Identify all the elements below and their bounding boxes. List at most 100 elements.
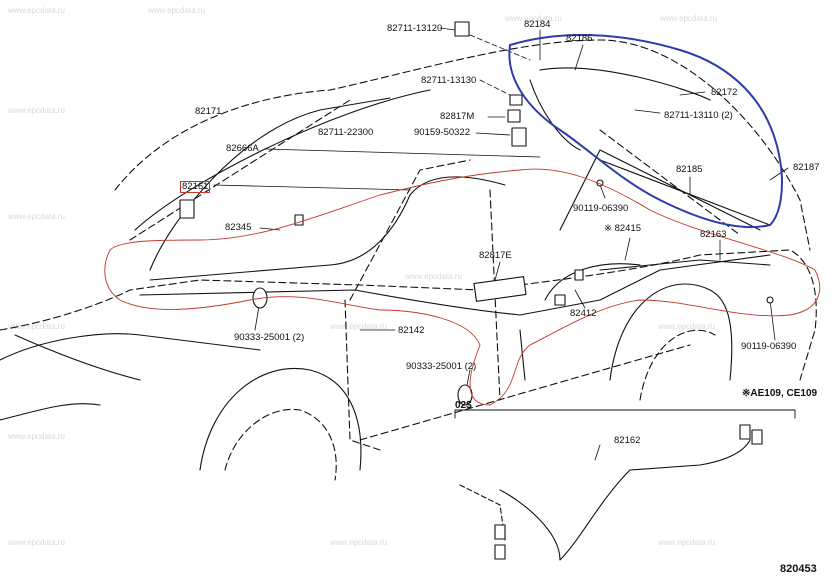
leader-82415: [624, 237, 631, 261]
front-wheel-arch: [199, 368, 362, 471]
part-label-90333-25001-a: 90333-25001 (2): [234, 332, 305, 343]
leader-82187: [769, 167, 789, 181]
rear-window-line: [599, 129, 741, 236]
connector-82412: [554, 294, 566, 306]
leader-82711-13120: [439, 27, 456, 31]
leader-82172: [679, 91, 706, 96]
leader-82666A: [264, 148, 541, 158]
watermark: www.epcdata.ru: [330, 322, 387, 331]
part-label-82163: 82163: [700, 229, 727, 240]
leader-82162: [594, 444, 601, 461]
part-label-82711-13120: 82711-13120: [387, 23, 443, 34]
leader-82412: [574, 289, 586, 309]
leader-82711-13120-dash: [469, 34, 531, 61]
watermark: www.epcdata.ru: [8, 322, 65, 331]
part-label-82171: 82171: [195, 106, 222, 117]
part-label-82161: 82161: [180, 181, 211, 193]
watermark: www.epcdata.ru: [405, 272, 462, 281]
harness-rear-side: [559, 149, 761, 231]
hood-line: [0, 333, 261, 361]
harness-82415: [544, 263, 641, 301]
car-roof-outline: [114, 39, 811, 251]
watermark: www.epcdata.ru: [148, 6, 205, 15]
variant-group-bracket: [454, 409, 796, 419]
part-label-90119-06390-a: 90119-06390: [573, 203, 629, 214]
blue-annotation-outline: [508, 34, 783, 228]
clip-82817M: [507, 109, 521, 123]
part-label-82711-22300: 82711-22300: [318, 127, 374, 138]
part-label-90333-25001-b: 90333-25001 (2): [406, 361, 477, 372]
connector-82162-b: [751, 429, 763, 445]
leader-82161: [213, 184, 411, 191]
door-line: [344, 299, 381, 451]
leader-90119-b: [769, 299, 776, 341]
bracket-90159: [511, 127, 527, 147]
watermark: www.epcdata.ru: [505, 14, 562, 23]
harness-82172: [539, 67, 711, 101]
watermark: www.epcdata.ru: [330, 538, 387, 547]
connector-82345: [294, 214, 304, 226]
harness-82185: [599, 159, 771, 226]
leader-82817E: [494, 261, 501, 281]
leader-82186: [574, 44, 584, 71]
part-label-90119-06390-b: 90119-06390: [741, 341, 797, 352]
connector-82161: [179, 199, 195, 219]
connector-82162-c: [494, 524, 506, 540]
harness-lower-rear: [519, 329, 526, 381]
part-label-82187: 82187: [793, 162, 820, 173]
part-label-82711-13110: 82711-13110 (2): [664, 110, 733, 121]
part-label-82817e: 82817E: [479, 250, 512, 261]
connector-82162-a: [739, 424, 751, 440]
watermark: www.epcdata.ru: [8, 212, 65, 221]
bolt-90119-b: [766, 296, 774, 304]
part-label-90159-50322: 90159-50322: [414, 127, 470, 138]
connector-82162-d: [494, 544, 506, 560]
watermark: www.epcdata.ru: [660, 14, 717, 23]
harness-82186: [529, 79, 581, 151]
part-label-82142: 82142: [398, 325, 425, 336]
part-label-82415: ※ 82415: [604, 223, 642, 234]
part-label-82162: 82162: [614, 435, 641, 446]
red-annotation-outline: [104, 168, 821, 406]
clip-82711-13120: [454, 21, 470, 37]
windshield-line: [129, 99, 351, 241]
part-label-82345: 82345: [225, 222, 252, 233]
variant-group-label: 02$: [455, 400, 472, 411]
module-82817E: [473, 276, 527, 302]
part-label-82817m: 82817M: [440, 111, 475, 122]
part-label-82172: 82172: [711, 87, 738, 98]
variant-note: ※AE109, CE109: [742, 388, 818, 399]
front-fender: [14, 334, 141, 381]
leader-82345: [259, 227, 281, 231]
rear-wheel-arch: [609, 283, 733, 381]
watermark: www.epcdata.ru: [658, 322, 715, 331]
part-label-82412: 82412: [570, 308, 597, 319]
leader-82711-13110: [634, 109, 661, 114]
watermark: www.epcdata.ru: [8, 538, 65, 547]
watermark: www.epcdata.ru: [658, 538, 715, 547]
rear-wheel: [639, 329, 716, 401]
watermark: www.epcdata.ru: [8, 106, 65, 115]
watermark: www.epcdata.ru: [8, 432, 65, 441]
sill-line: [359, 344, 691, 441]
diagram-code: 820453: [780, 563, 817, 575]
b-pillar-line: [349, 159, 471, 301]
leader-90119-a: [599, 184, 606, 199]
harness-82162: [499, 439, 751, 561]
part-label-82184: 82184: [524, 19, 551, 30]
harness-82161: [149, 176, 506, 281]
front-bumper: [0, 403, 101, 421]
part-label-82185: 82185: [676, 164, 703, 175]
harness-82142: [139, 254, 771, 316]
clip-82711-13130: [509, 94, 523, 106]
front-wheel: [224, 408, 337, 481]
connector-82415: [574, 269, 584, 281]
harness-82163: [599, 259, 771, 271]
part-label-82666a: 82666A: [226, 143, 259, 154]
part-label-82186: 82186: [566, 33, 593, 44]
part-label-82711-13130: 82711-13130: [421, 75, 477, 86]
watermark: www.epcdata.ru: [8, 6, 65, 15]
leader-90159: [475, 132, 511, 136]
